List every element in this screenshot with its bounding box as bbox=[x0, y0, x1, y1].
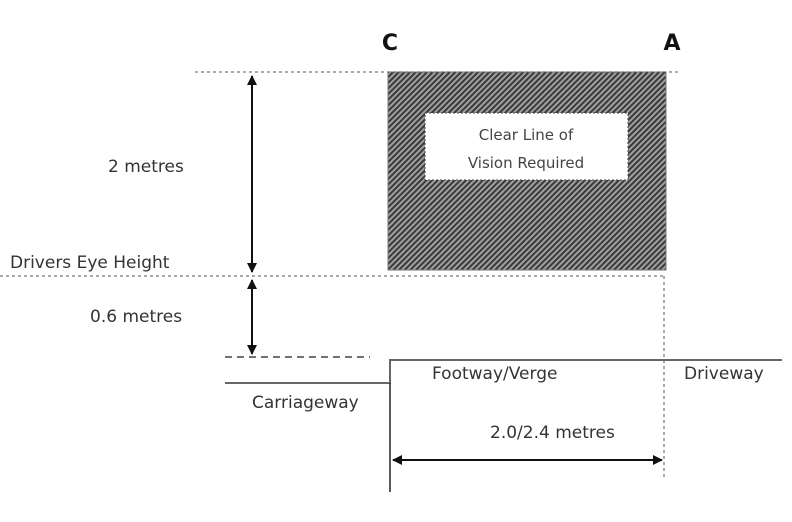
eye-height-label: Drivers Eye Height bbox=[10, 253, 170, 273]
footway-label: Footway/Verge bbox=[432, 364, 557, 384]
carriageway-label: Carriageway bbox=[252, 393, 359, 413]
point-a-label: A bbox=[663, 31, 680, 56]
clear-vision-label-line2: Vision Required bbox=[468, 154, 584, 172]
kerb-profile bbox=[225, 359, 782, 384]
setback-label: 2.0/2.4 metres bbox=[490, 423, 615, 443]
upper-height-label: 2 metres bbox=[108, 157, 184, 177]
lower-height-label: 0.6 metres bbox=[90, 307, 182, 327]
point-c-label: C bbox=[382, 31, 398, 56]
clear-vision-label-box bbox=[424, 112, 629, 181]
clear-vision-label-line1: Clear Line of bbox=[479, 126, 574, 144]
driveway-label: Driveway bbox=[684, 364, 764, 384]
